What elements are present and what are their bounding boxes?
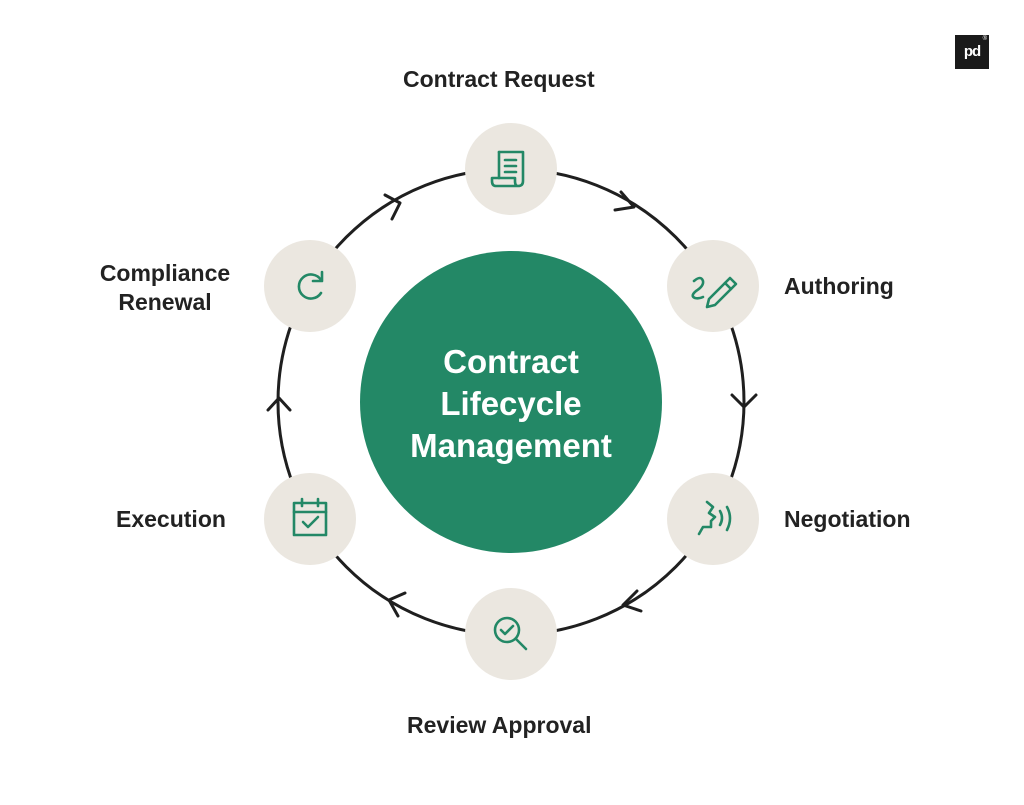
center-hub xyxy=(360,251,662,553)
stage-label-compliance-line-1: Compliance xyxy=(99,260,231,286)
arrow-authoring-to-negotiation xyxy=(730,393,758,409)
stage-node-compliance-renewal xyxy=(264,240,356,332)
stage-node-review-approval xyxy=(465,588,557,680)
stage-label-compliance-renewal: Compliance Renewal xyxy=(89,259,241,317)
refresh-icon xyxy=(297,270,324,300)
calendar-check-icon xyxy=(292,497,328,537)
stage-label-compliance-line-2: Renewal xyxy=(118,289,212,315)
brand-logo: pd ® xyxy=(955,35,989,69)
stage-label-contract-request: Contract Request xyxy=(403,66,595,92)
stage-label-authoring: Authoring xyxy=(784,273,894,299)
stage-node-authoring xyxy=(667,240,759,332)
arrow-review-to-execution xyxy=(387,591,407,618)
stage-node-contract-request xyxy=(465,123,557,215)
brand-logo-registered-mark: ® xyxy=(982,36,987,42)
brand-logo-text: pd xyxy=(963,43,981,60)
arrow-execution-to-compliance xyxy=(266,396,292,412)
speaking-head-icon xyxy=(697,500,732,536)
arrow-request-to-authoring xyxy=(613,190,636,212)
center-title-line-3: Management xyxy=(410,427,612,464)
stage-label-execution: Execution xyxy=(116,506,226,532)
arrow-negotiation-to-review xyxy=(621,589,643,613)
stage-label-review-approval: Review Approval xyxy=(407,712,592,738)
magnifier-check-icon xyxy=(493,616,528,651)
center-title-line-2: Lifecycle xyxy=(440,385,581,422)
stage-node-execution xyxy=(264,473,356,565)
center-title-line-1: Contract xyxy=(443,343,579,380)
pencil-squiggle-icon xyxy=(691,276,738,309)
stage-label-negotiation: Negotiation xyxy=(784,506,911,532)
stage-node-negotiation xyxy=(667,473,759,565)
arrow-compliance-to-request xyxy=(383,193,402,221)
document-scroll-icon xyxy=(490,150,525,188)
